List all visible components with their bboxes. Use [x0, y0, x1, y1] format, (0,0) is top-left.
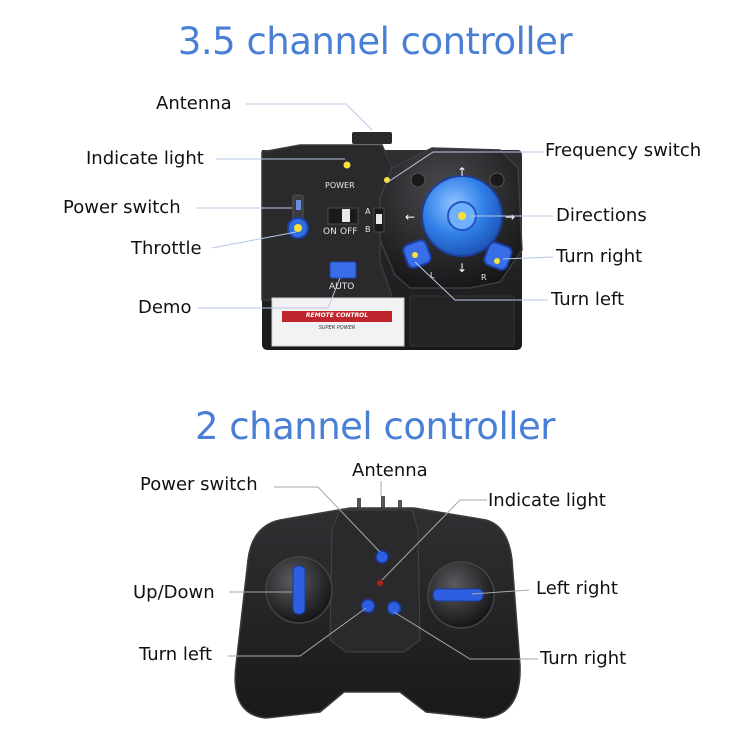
top-power-light	[343, 161, 351, 169]
bottom-leader-lines	[228, 481, 538, 660]
bottom-title: 2 channel controller	[195, 405, 555, 448]
label-demo: Demo	[138, 297, 192, 318]
label-left-right: Left right	[536, 578, 618, 599]
label-turn-right-top: Turn right	[556, 246, 643, 267]
label-indicate-light-bottom: Indicate light	[488, 490, 606, 511]
sticker-line2: SUPER POWER	[318, 325, 356, 331]
bottom-turn-right-button	[386, 600, 402, 616]
label-throttle: Throttle	[131, 238, 202, 259]
label-turn-left-top: Turn left	[551, 289, 625, 310]
top-trim-dial-right	[489, 172, 505, 188]
top-on-off-knob	[342, 209, 350, 222]
label-directions: Directions	[556, 205, 647, 226]
label-indicate-light-top: Indicate light	[86, 148, 204, 169]
top-antenna-stub	[352, 132, 392, 144]
off-printed-label: OFF	[340, 227, 358, 237]
a-printed-label: A	[365, 207, 371, 216]
sticker-line1: REMOTE CONTROL	[305, 312, 369, 319]
top-frequency-light	[384, 177, 390, 183]
bottom-power-button	[375, 550, 389, 564]
down-arrow-icon: ↓	[457, 261, 467, 275]
top-left-panel	[261, 144, 393, 301]
top-leader-lines	[196, 103, 554, 309]
top-turn-right-dot	[494, 258, 500, 264]
label-turn-right-bottom: Turn right	[540, 648, 627, 669]
top-demo-button	[329, 261, 357, 279]
power-printed-label: POWER	[325, 181, 355, 190]
top-turn-left-dot	[412, 252, 418, 258]
bottom-controller	[234, 496, 521, 719]
label-turn-left-bottom: Turn left	[139, 644, 213, 665]
on-printed-label: ON	[323, 227, 337, 237]
label-up-down: Up/Down	[133, 582, 215, 603]
top-battery-door	[409, 295, 515, 347]
top-sticker-band	[282, 311, 392, 322]
top-frequency-knob	[376, 214, 382, 224]
label-power-switch-top: Power switch	[63, 197, 181, 218]
label-power-switch-bottom: Power switch	[140, 474, 258, 495]
auto-printed-label: AUTO	[329, 282, 355, 292]
l-printed-label: L	[430, 271, 435, 280]
up-arrow-icon: ↑	[457, 165, 467, 179]
bottom-antenna-right	[398, 500, 402, 510]
top-power-switch-slider	[296, 200, 301, 210]
top-title: 3.5 channel controller	[177, 20, 573, 63]
top-trim-dial-left	[410, 172, 426, 188]
top-direction-stick-center	[458, 212, 466, 220]
r-printed-label: R	[481, 273, 487, 282]
bottom-right-stick-bar	[432, 588, 484, 602]
label-frequency-switch: Frequency switch	[545, 140, 702, 161]
top-controller: ↑ ↓ ← →	[261, 132, 523, 350]
label-antenna-top: Antenna	[156, 93, 232, 114]
b-printed-label: B	[365, 225, 371, 234]
bottom-indicator-light	[377, 580, 383, 586]
top-turn-right-button	[483, 241, 513, 271]
left-arrow-icon: ←	[405, 210, 415, 224]
bottom-antenna-mid	[381, 496, 385, 510]
bottom-antenna-left	[357, 498, 361, 510]
bottom-center-panel	[329, 509, 421, 653]
bottom-turn-left-button	[360, 598, 376, 614]
right-arrow-icon: →	[505, 210, 515, 224]
label-antenna-bottom: Antenna	[352, 460, 428, 481]
bottom-left-stick-bar	[292, 565, 306, 615]
top-throttle-hub	[294, 224, 302, 232]
